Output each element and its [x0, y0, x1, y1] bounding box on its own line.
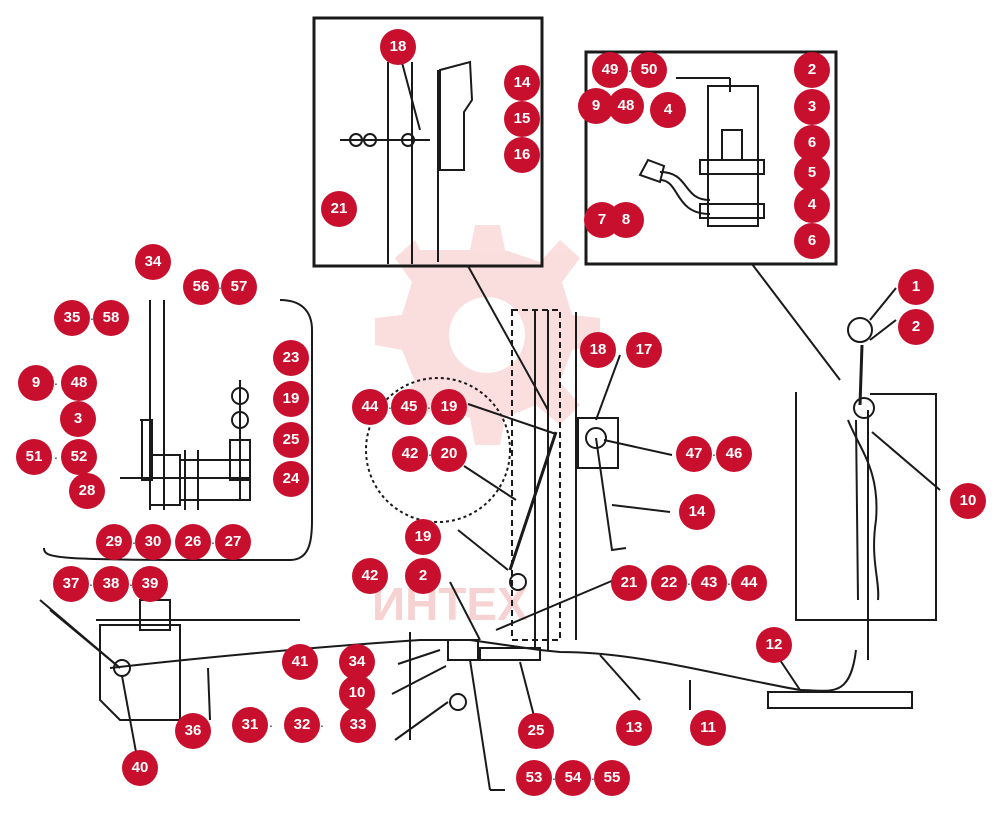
- separator-dot: ·: [89, 310, 95, 326]
- callout-4-inset-a: 4: [650, 92, 686, 128]
- separator-dot: ·: [551, 770, 557, 786]
- callout-41: 41: [282, 644, 318, 680]
- callout-18-main: 18: [580, 332, 616, 368]
- separator-dot: ·: [711, 446, 717, 462]
- callout-39: 39: [132, 566, 168, 602]
- callout-23: 23: [273, 340, 309, 376]
- callout-46: 46: [716, 436, 752, 472]
- inset-box-top-center: [312, 16, 544, 268]
- callout-45: 45: [391, 389, 427, 425]
- separator-dot: ·: [590, 770, 596, 786]
- callout-48-detail: 48: [61, 365, 97, 401]
- callout-35: 35: [54, 300, 90, 336]
- callout-52: 52: [61, 439, 97, 475]
- callout-53: 53: [516, 760, 552, 796]
- separator-dot: ·: [426, 399, 432, 415]
- flywheel-outline: [365, 377, 511, 523]
- callout-3-detail: 3: [60, 401, 96, 437]
- separator-dot: ·: [53, 449, 59, 465]
- callout-42-main-a: 42: [392, 436, 428, 472]
- callout-2-main-a: 2: [898, 309, 934, 345]
- callout-48-inset: 48: [608, 88, 644, 124]
- callout-15-inset: 15: [504, 101, 540, 137]
- callout-21-main: 21: [611, 565, 647, 601]
- separator-dot: ·: [131, 534, 137, 550]
- callout-19-detail: 19: [273, 381, 309, 417]
- callout-34-detail: 34: [135, 244, 171, 280]
- watermark-text: ИНТЕХ: [372, 578, 528, 630]
- callout-47: 47: [676, 436, 712, 472]
- callout-14-main: 14: [679, 494, 715, 530]
- callout-54: 54: [555, 760, 591, 796]
- callout-13: 13: [616, 710, 652, 746]
- separator-dot: ·: [726, 575, 732, 591]
- callout-14-inset: 14: [504, 65, 540, 101]
- callout-18-inset: 18: [380, 29, 416, 65]
- separator-dot: ·: [387, 399, 393, 415]
- callout-24: 24: [273, 461, 309, 497]
- inset-box-top-right: [584, 50, 838, 266]
- callout-19-main-b: 19: [405, 519, 441, 555]
- separator-dot: ·: [210, 534, 216, 550]
- callout-51: 51: [16, 439, 52, 475]
- callout-34-main: 34: [339, 644, 375, 680]
- callout-29: 29: [96, 524, 132, 560]
- callout-28: 28: [69, 473, 105, 509]
- callout-1: 1: [898, 269, 934, 305]
- callout-38: 38: [93, 566, 129, 602]
- callout-11: 11: [690, 710, 726, 746]
- callout-26: 26: [175, 524, 211, 560]
- callout-32: 32: [284, 707, 320, 743]
- callout-50: 50: [631, 52, 667, 88]
- callout-6-inset-b: 6: [794, 223, 830, 259]
- callout-9-inset: 9: [578, 88, 614, 124]
- separator-dot: ·: [627, 62, 633, 78]
- callout-33: 33: [340, 707, 376, 743]
- callout-9-detail: 9: [18, 365, 54, 401]
- callout-27: 27: [215, 524, 251, 560]
- separator-dot: ·: [88, 576, 94, 592]
- callout-44-main-b: 44: [731, 565, 767, 601]
- callout-2-inset: 2: [794, 52, 830, 88]
- callout-17: 17: [626, 332, 662, 368]
- separator-dot: ·: [128, 576, 134, 592]
- callout-25-main: 25: [518, 713, 554, 749]
- callout-8: 8: [608, 202, 644, 238]
- separator-dot: ·: [686, 575, 692, 591]
- callout-25-detail: 25: [273, 422, 309, 458]
- callout-2-main-b: 2: [405, 558, 441, 594]
- callout-4-inset-b: 4: [794, 187, 830, 223]
- separator-dot: ·: [53, 375, 59, 391]
- callout-56: 56: [183, 269, 219, 305]
- callout-37: 37: [53, 566, 89, 602]
- callout-44-main-a: 44: [352, 389, 388, 425]
- watermark-gear-icon: [375, 225, 600, 445]
- callout-3-inset: 3: [794, 89, 830, 125]
- callout-10-main-a: 10: [950, 483, 986, 519]
- callout-57: 57: [221, 269, 257, 305]
- callout-58: 58: [93, 300, 129, 336]
- callout-16-inset: 16: [504, 137, 540, 173]
- callout-31: 31: [232, 707, 268, 743]
- callout-43: 43: [691, 565, 727, 601]
- callout-22: 22: [651, 565, 687, 601]
- callout-10-main-b: 10: [339, 675, 375, 711]
- callout-30: 30: [135, 524, 171, 560]
- callout-49: 49: [592, 52, 628, 88]
- separator-dot: ·: [319, 717, 325, 733]
- separator-dot: ·: [268, 717, 274, 733]
- callout-42-main-b: 42: [352, 558, 388, 594]
- callout-12: 12: [756, 627, 792, 663]
- callout-40: 40: [122, 750, 158, 786]
- callout-55: 55: [594, 760, 630, 796]
- separator-dot: ·: [427, 446, 433, 462]
- callout-21-inset: 21: [321, 191, 357, 227]
- callout-36: 36: [175, 713, 211, 749]
- separator-dot: ·: [217, 279, 223, 295]
- callout-19-main-a: 19: [431, 389, 467, 425]
- callout-20: 20: [431, 436, 467, 472]
- callout-5-inset: 5: [794, 155, 830, 191]
